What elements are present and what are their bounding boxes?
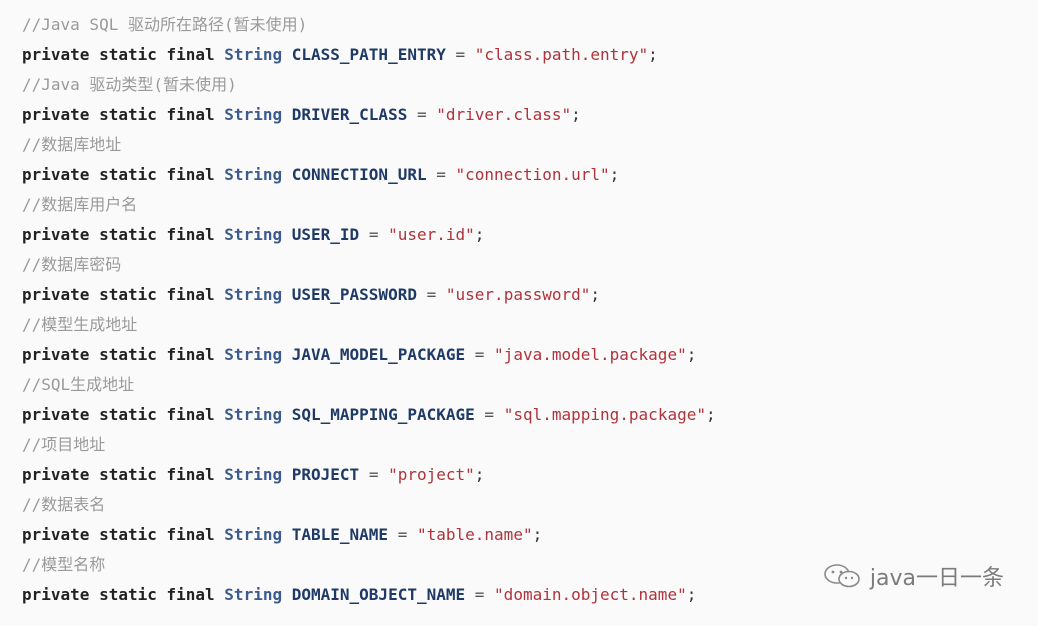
type-name: String (224, 225, 283, 244)
code-line: private static final String CONNECTION_U… (22, 160, 1038, 190)
string-literal: "java.model.package" (494, 345, 687, 364)
type-name: String (224, 405, 283, 424)
code-line: private static final String CLASS_PATH_E… (22, 40, 1038, 70)
assignment-operator: = (474, 345, 485, 364)
comment-text: //项目地址 (22, 435, 106, 454)
watermark-text: java一日一条 (869, 566, 1004, 591)
comment-line: //数据表名 (22, 490, 1038, 520)
code-line: private static final String USER_PASSWOR… (22, 280, 1038, 310)
comment-line: //项目地址 (22, 430, 1038, 460)
assignment-operator: = (368, 465, 379, 484)
assignment-operator: = (368, 225, 379, 244)
constant-name: PROJECT (291, 465, 360, 484)
assignment-operator: = (436, 165, 446, 184)
constant-name: SQL_MAPPING_PACKAGE (291, 405, 475, 424)
string-literal: "project" (388, 465, 475, 484)
comment-line: //数据库密码 (22, 250, 1038, 280)
modifiers-keyword: private static final (22, 165, 215, 184)
statement-terminator: ; (571, 105, 581, 124)
comment-text: //SQL生成地址 (22, 375, 135, 394)
modifiers-keyword: private static final (22, 585, 215, 604)
code-lines: //Java SQL 驱动所在路径(暂未使用) private static fi… (22, 10, 1038, 610)
modifiers-keyword: private static final (22, 345, 215, 364)
constant-name: DRIVER_CLASS (291, 105, 408, 124)
string-literal: "table.name" (416, 525, 533, 544)
type-name: String (224, 45, 283, 64)
string-literal: "connection.url" (455, 165, 610, 184)
type-name: String (224, 345, 283, 364)
code-line: private static final String TABLE_NAME =… (22, 520, 1038, 550)
constant-name: JAVA_MODEL_PACKAGE (291, 345, 466, 364)
statement-terminator: ; (705, 405, 716, 424)
constant-name: TABLE_NAME (291, 525, 389, 544)
constant-name: DOMAIN_OBJECT_NAME (291, 585, 466, 604)
code-line: private static final String PROJECT = "p… (22, 460, 1038, 490)
code-line: private static final String SQL_MAPPING_… (22, 400, 1038, 430)
modifiers-keyword: private static final (22, 285, 215, 304)
comment-line: //数据库用户名 (22, 190, 1038, 220)
comment-text: //数据表名 (22, 495, 106, 514)
modifiers-keyword: private static final (22, 525, 215, 544)
type-name: String (224, 105, 283, 124)
comment-text: //模型名称 (22, 555, 106, 574)
type-name: String (224, 525, 283, 544)
constant-name: USER_ID (291, 225, 360, 244)
comment-line: //数据库地址 (22, 130, 1038, 160)
modifiers-keyword: private static final (22, 105, 215, 124)
assignment-operator: = (484, 405, 495, 424)
comment-line: //SQL生成地址 (22, 370, 1038, 400)
type-name: String (224, 585, 283, 604)
comment-line: //Java 驱动类型(暂未使用) (22, 70, 1038, 100)
string-literal: "domain.object.name" (494, 585, 687, 604)
modifiers-keyword: private static final (22, 225, 215, 244)
comment-text: //数据库地址 (22, 135, 122, 154)
statement-terminator: ; (474, 465, 485, 484)
statement-terminator: ; (609, 165, 620, 184)
assignment-operator: = (455, 45, 466, 64)
string-literal: "class.path.entry" (474, 45, 649, 64)
statement-terminator: ; (686, 585, 697, 604)
statement-terminator: ; (532, 525, 543, 544)
type-name: String (224, 165, 283, 184)
comment-line: //模型生成地址 (22, 310, 1038, 340)
string-literal: "sql.mapping.package" (503, 405, 706, 424)
comment-text: //Java 驱动类型(暂未使用) (22, 75, 237, 94)
assignment-operator: = (397, 525, 408, 544)
watermark: java一日一条 (822, 560, 1004, 592)
constant-name: CLASS_PATH_ENTRY (291, 45, 446, 64)
statement-terminator: ; (474, 225, 485, 244)
comment-line: //Java SQL 驱动所在路径(暂未使用) (22, 10, 1038, 40)
comment-text: //数据库密码 (22, 255, 122, 274)
constant-name: USER_PASSWORD (291, 285, 417, 304)
string-literal: "user.id" (388, 225, 475, 244)
modifiers-keyword: private static final (22, 405, 215, 424)
wechat-icon (822, 561, 864, 591)
statement-terminator: ; (590, 285, 601, 304)
code-line: private static final String DRIVER_CLASS… (22, 100, 1038, 130)
modifiers-keyword: private static final (22, 465, 215, 484)
code-line: private static final String DOMAIN_OBJEC… (22, 580, 1038, 610)
code-line: private static final String JAVA_MODEL_P… (22, 340, 1038, 370)
modifiers-keyword: private static final (22, 45, 215, 64)
assignment-operator: = (426, 285, 437, 304)
constant-name: CONNECTION_URL (291, 165, 427, 184)
string-literal: "driver.class" (436, 105, 572, 124)
comment-text: //数据库用户名 (22, 195, 138, 214)
statement-terminator: ; (648, 45, 658, 64)
comment-text: //Java SQL 驱动所在路径(暂未使用) (22, 15, 308, 34)
comment-text: //模型生成地址 (22, 315, 138, 334)
code-line: private static final String USER_ID = "u… (22, 220, 1038, 250)
assignment-operator: = (416, 105, 427, 124)
assignment-operator: = (474, 585, 485, 604)
type-name: String (224, 285, 283, 304)
type-name: String (224, 465, 283, 484)
string-literal: "user.password" (445, 285, 591, 304)
statement-terminator: ; (686, 345, 697, 364)
comment-line: //模型名称 (22, 550, 1038, 580)
